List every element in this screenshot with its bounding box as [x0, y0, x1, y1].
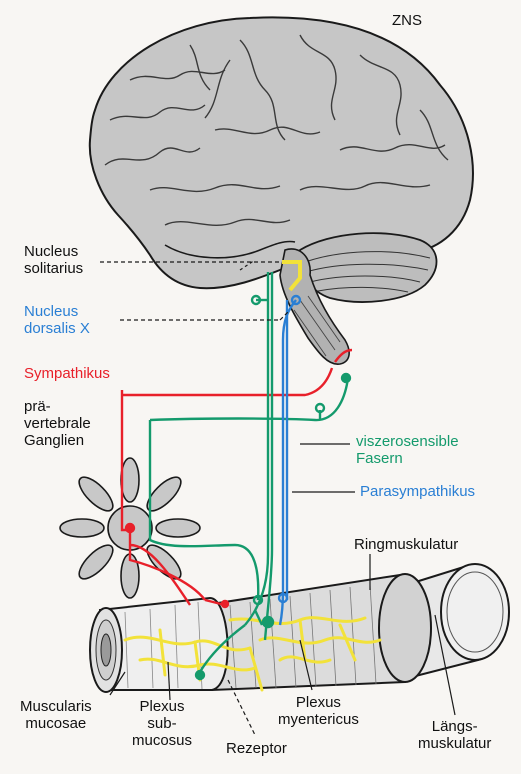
label-ringmuskulatur: Ringmuskulatur: [354, 536, 458, 553]
label-rezeptor: Rezeptor: [226, 740, 287, 757]
label-plexus-submucosus: Plexus sub- mucosus: [132, 698, 192, 749]
label-parasympathikus: Parasympathikus: [360, 483, 475, 500]
label-zns: ZNS: [392, 12, 422, 29]
label-viszerosensible-fasern: viszerosensible Fasern: [356, 433, 459, 467]
label-laengsmuskulatur: Längs- muskulatur: [418, 718, 491, 752]
label-muscularis-mucosae: Muscularis mucosae: [20, 698, 92, 732]
brain-cerebellum: [300, 233, 437, 302]
sympathikus-fibers: [122, 350, 352, 607]
label-plexus-myentericus: Plexus myentericus: [278, 694, 359, 728]
label-praevertebrale-ganglien: prä- vertebrale Ganglien: [24, 398, 91, 449]
label-nucleus-dorsalis: Nucleus dorsalis X: [24, 303, 90, 337]
label-nucleus-solitarius: Nucleus solitarius: [24, 243, 83, 277]
parasympathikus-fibers: [279, 296, 300, 625]
label-sympathikus: Sympathikus: [24, 365, 110, 382]
